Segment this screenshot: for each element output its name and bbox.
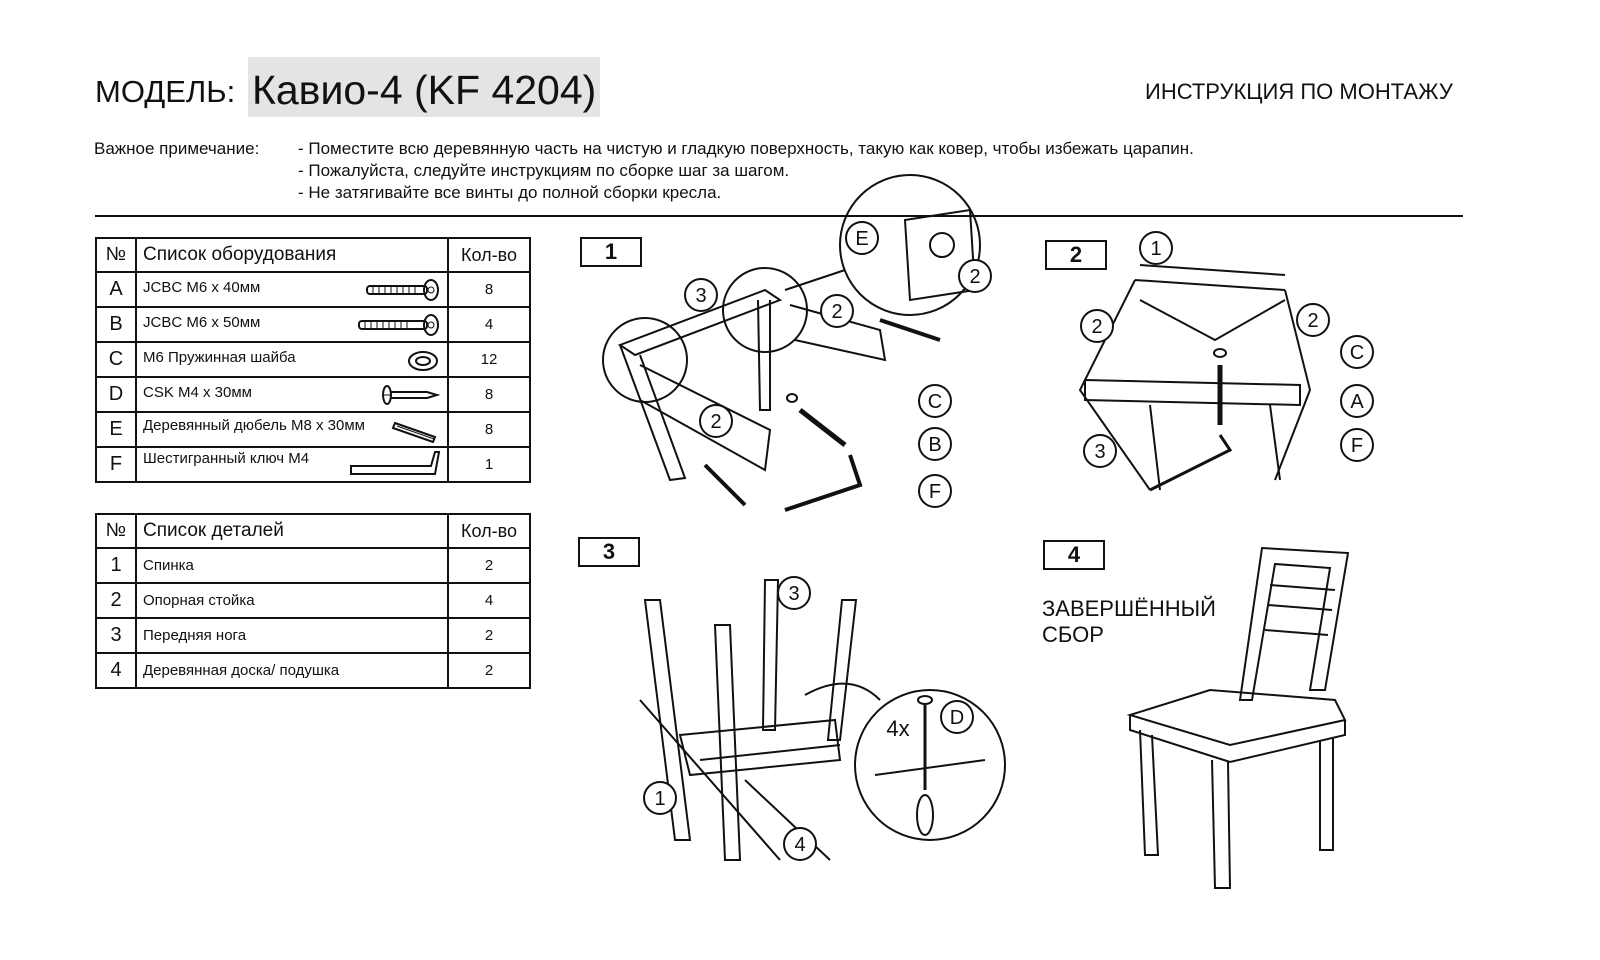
row-id: E [95, 411, 137, 448]
row-id: 2 [95, 582, 137, 619]
model-name: Кавио-4 (KF 4204) [248, 57, 601, 117]
finished-line: СБОР [1042, 622, 1104, 647]
screw-icon [382, 384, 441, 405]
bolt-icon [358, 313, 439, 336]
step-4-diagram [1126, 546, 1350, 889]
row-name: Передняя нога [135, 617, 449, 654]
header-qty: Кол-во [447, 237, 531, 273]
row-qty: 2 [447, 617, 531, 654]
table-header: № Список оборудования Кол-во [95, 237, 531, 273]
row-name: M6 Пружинная шайба [143, 348, 296, 366]
row-id: 3 [95, 617, 137, 654]
row-id: 4 [95, 652, 137, 689]
header-name: Список деталей [135, 513, 449, 549]
row-qty: 8 [447, 411, 531, 448]
row-name: JCBC M6 x 40мм [143, 278, 261, 296]
row-id: A [95, 271, 137, 308]
row-qty: 2 [447, 652, 531, 689]
callout-D: D [950, 707, 964, 729]
step-2-label: 2 [1045, 240, 1107, 270]
row-qty: 1 [447, 446, 531, 483]
table-row: A JCBC M6 x 40мм 8 [95, 271, 531, 308]
callout-F: F [929, 481, 941, 503]
callout-2: 2 [710, 411, 721, 433]
header-number: № [95, 237, 137, 273]
row-id: D [95, 376, 137, 413]
callout-2: 2 [969, 266, 980, 288]
bolt-icon [366, 278, 439, 301]
row-id: C [95, 341, 137, 378]
row-qty: 2 [447, 547, 531, 584]
row-qty: 8 [447, 376, 531, 413]
callout-3: 3 [1094, 441, 1105, 463]
callout-1: 1 [1150, 238, 1161, 260]
document-title: ИНСТРУКЦИЯ ПО МОНТАЖУ [1145, 79, 1453, 104]
callout-B: B [928, 434, 941, 456]
note-label: Важное примечание: [94, 139, 260, 158]
callout-F: F [1351, 435, 1363, 457]
row-name: Опорная стойка [135, 582, 449, 619]
divider [95, 215, 1463, 217]
row-id: B [95, 306, 137, 343]
dowel-icon [391, 421, 437, 443]
hardware-table: № Список оборудования Кол-во A JCBC M6 x … [95, 237, 531, 483]
callout-3: 3 [695, 285, 706, 307]
callout-2: 2 [831, 301, 842, 323]
callout-1: 1 [654, 788, 665, 810]
step-3-label: 3 [578, 537, 640, 567]
row-qty: 12 [447, 341, 531, 378]
callout-A: A [1350, 391, 1364, 413]
callout-4: 4 [794, 834, 805, 856]
row-name: JCBC M6 x 50мм [143, 313, 261, 331]
row-name: Деревянный дюбель M8 x 30мм [143, 416, 365, 434]
header-name: Список оборудования [135, 237, 449, 273]
header-number: № [95, 513, 137, 549]
step-1-label: 1 [580, 237, 642, 267]
step-3-diagram [639, 579, 1006, 861]
table-row: E Деревянный дюбель M8 x 30мм 8 [95, 411, 531, 448]
note-item: - Поместите всю деревянную часть на чист… [298, 139, 1194, 158]
row-qty: 4 [447, 306, 531, 343]
table-row: B JCBC M6 x 50мм 4 [95, 306, 531, 343]
header-qty: Кол-во [447, 513, 531, 549]
callout-C: C [928, 391, 942, 413]
callout-E: E [855, 228, 868, 250]
row-name: Деревянная доска/ подушка [135, 652, 449, 689]
table-row: D CSK M4 x 30мм 8 [95, 376, 531, 413]
step-1-diagram [602, 174, 981, 512]
callout-3: 3 [788, 583, 799, 605]
multiplier-label: 4x [886, 716, 909, 741]
note-item: - Не затягивайте все винты до полной сбо… [298, 183, 722, 202]
model-label: МОДЕЛЬ: [95, 74, 236, 109]
row-id: 1 [95, 547, 137, 584]
row-qty: 8 [447, 271, 531, 308]
step-4-label: 4 [1043, 540, 1105, 570]
washer-icon [408, 350, 438, 371]
hex-key-icon [350, 450, 441, 475]
table-header: № Список деталей Кол-во [95, 513, 531, 549]
callout-2: 2 [1091, 316, 1102, 338]
callout-C: C [1350, 342, 1364, 364]
row-name: CSK M4 x 30мм [143, 383, 252, 401]
note-item: - Пожалуйста, следуйте инструкциям по сб… [298, 161, 790, 180]
callout-2: 2 [1307, 310, 1318, 332]
row-name: Шестигранный ключ M4 [143, 449, 310, 467]
table-row: F Шестигранный ключ M4 1 [95, 446, 531, 483]
row-qty: 4 [447, 582, 531, 619]
finished-line: ЗАВЕРШЁННЫЙ [1042, 596, 1216, 621]
table-row: C M6 Пружинная шайба 12 [95, 341, 531, 378]
row-id: F [95, 446, 137, 483]
row-name: Спинка [135, 547, 449, 584]
step-2-diagram [1078, 264, 1312, 492]
